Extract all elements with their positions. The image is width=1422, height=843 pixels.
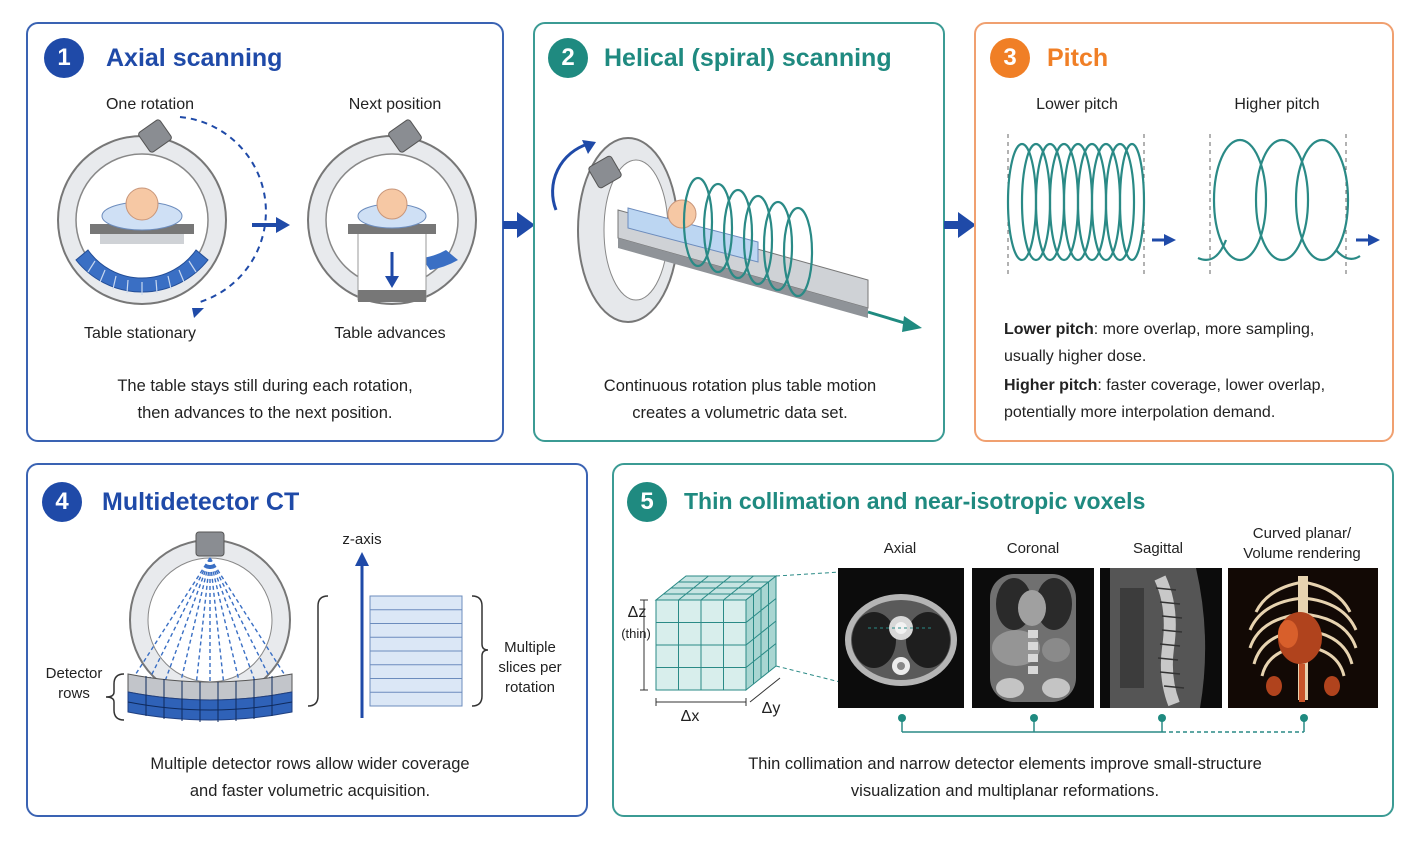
panel5-title: Thin collimation and near-isotropic voxe…: [684, 488, 1146, 514]
panel2-caption: Continuous rotation plus table motion cr…: [545, 373, 935, 427]
panel1-title: Axial scanning: [106, 44, 283, 72]
panel5-caption-line2: visualization and multiplanar reformatio…: [850, 782, 1160, 800]
view-label-volume-line2: Volume rendering: [1243, 545, 1361, 562]
view-label-volume-rendering: Curved planar/ Volume rendering: [1222, 524, 1382, 564]
ct-image-axial: [838, 568, 964, 708]
panel-pitch: [974, 22, 1394, 442]
panel4-caption-line2: and faster volumetric acquisition.: [189, 782, 431, 800]
label-detector-rows: Detector rows: [34, 664, 114, 704]
panel1-caption-line1: The table stays still during each rotati…: [117, 377, 413, 395]
panel4-number-badge: 4: [42, 482, 82, 522]
lower-pitch-text2: usually higher dose.: [1004, 348, 1147, 365]
label-slices-line3: rotation: [504, 679, 556, 696]
panel2-caption-line1: Continuous rotation plus table motion: [603, 377, 877, 395]
detector-rows-brace: [105, 673, 125, 721]
axial-step-arrow: [252, 217, 290, 233]
label-next-position: Next position: [348, 96, 442, 113]
lower-pitch-text1: : more overlap, more sampling,: [1093, 321, 1315, 338]
panel5-caption-line1: Thin collimation and narrow detector ele…: [748, 755, 1262, 773]
label-table-stationary: Table stationary: [83, 325, 197, 342]
higher-pitch-helix: [1197, 134, 1380, 276]
label-delta-x: Δx: [680, 708, 700, 725]
views-connector: [898, 714, 1308, 733]
voxel-cube: [640, 571, 841, 706]
label-lower-pitch: Lower pitch: [1036, 96, 1118, 113]
panel2-title: Helical (spiral) scanning: [604, 44, 892, 72]
label-detector-line1: Detector: [45, 665, 103, 682]
lower-pitch-description: Lower pitch: more overlap, more sampling…: [1004, 316, 1384, 370]
view-label-volume-line1: Curved planar/: [1252, 525, 1352, 542]
panel5-caption: Thin collimation and narrow detector ele…: [630, 751, 1380, 805]
rotation-dashed-arrow: [179, 116, 267, 318]
label-z-axis: z-axis: [342, 531, 382, 548]
label-slices-line1: Multiple: [504, 639, 556, 656]
ct-image-coronal: [972, 568, 1094, 708]
label-detector-line2: rows: [58, 685, 90, 702]
lower-pitch-term: Lower pitch: [1004, 321, 1094, 338]
higher-pitch-text1: : faster coverage, lower overlap,: [1097, 377, 1326, 394]
lower-pitch-helix: [1006, 134, 1176, 276]
panel4-title: Multidetector CT: [102, 488, 300, 516]
label-delta-y: Δy: [761, 700, 781, 717]
label-slices-line2: slices per: [498, 659, 562, 676]
label-thin: (thin): [621, 626, 651, 641]
higher-pitch-term: Higher pitch: [1004, 377, 1098, 394]
panel1-caption-line2: then advances to the next position.: [137, 404, 393, 422]
flow-arrow-1-to-2: [503, 212, 535, 238]
multidetector-gantry: [127, 531, 293, 722]
panel4-caption-line1: Multiple detector rows allow wider cover…: [150, 755, 470, 773]
panel2-number-badge: 2: [548, 38, 588, 78]
view-label-coronal: Coronal: [1006, 540, 1060, 557]
ct-image-volume-rendering: [1228, 568, 1378, 708]
label-multiple-slices: Multiple slices per rotation: [490, 638, 570, 698]
panel1-caption: The table stays still during each rotati…: [40, 373, 490, 427]
panel3-number-badge: 3: [990, 38, 1030, 78]
label-one-rotation: One rotation: [105, 96, 195, 113]
ct-image-sagittal: [1100, 568, 1222, 708]
axial-gantry-advancing: [307, 119, 477, 305]
flow-arrow-2-to-3: [944, 212, 976, 238]
panel-multidetector-ct: [26, 463, 588, 817]
axial-gantry-stationary: [57, 119, 227, 305]
panel3-title: Pitch: [1047, 44, 1109, 72]
panel5-number-badge: 5: [627, 482, 667, 522]
view-label-axial: Axial: [883, 540, 917, 557]
higher-pitch-text2: potentially more interpolation demand.: [1004, 404, 1276, 421]
higher-pitch-description: Higher pitch: faster coverage, lower ove…: [1004, 372, 1389, 426]
helical-scanner-illustration: [551, 137, 922, 332]
view-label-sagittal: Sagittal: [1132, 540, 1184, 557]
label-higher-pitch: Higher pitch: [1234, 96, 1320, 113]
panel4-caption: Multiple detector rows allow wider cover…: [40, 751, 580, 805]
label-delta-z: Δz: [627, 604, 647, 621]
slice-stack: [307, 595, 489, 707]
label-table-advances: Table advances: [334, 325, 446, 342]
panel1-number-badge: 1: [44, 38, 84, 78]
z-axis-arrow: [355, 552, 369, 718]
panel2-caption-line2: creates a volumetric data set.: [632, 404, 848, 422]
